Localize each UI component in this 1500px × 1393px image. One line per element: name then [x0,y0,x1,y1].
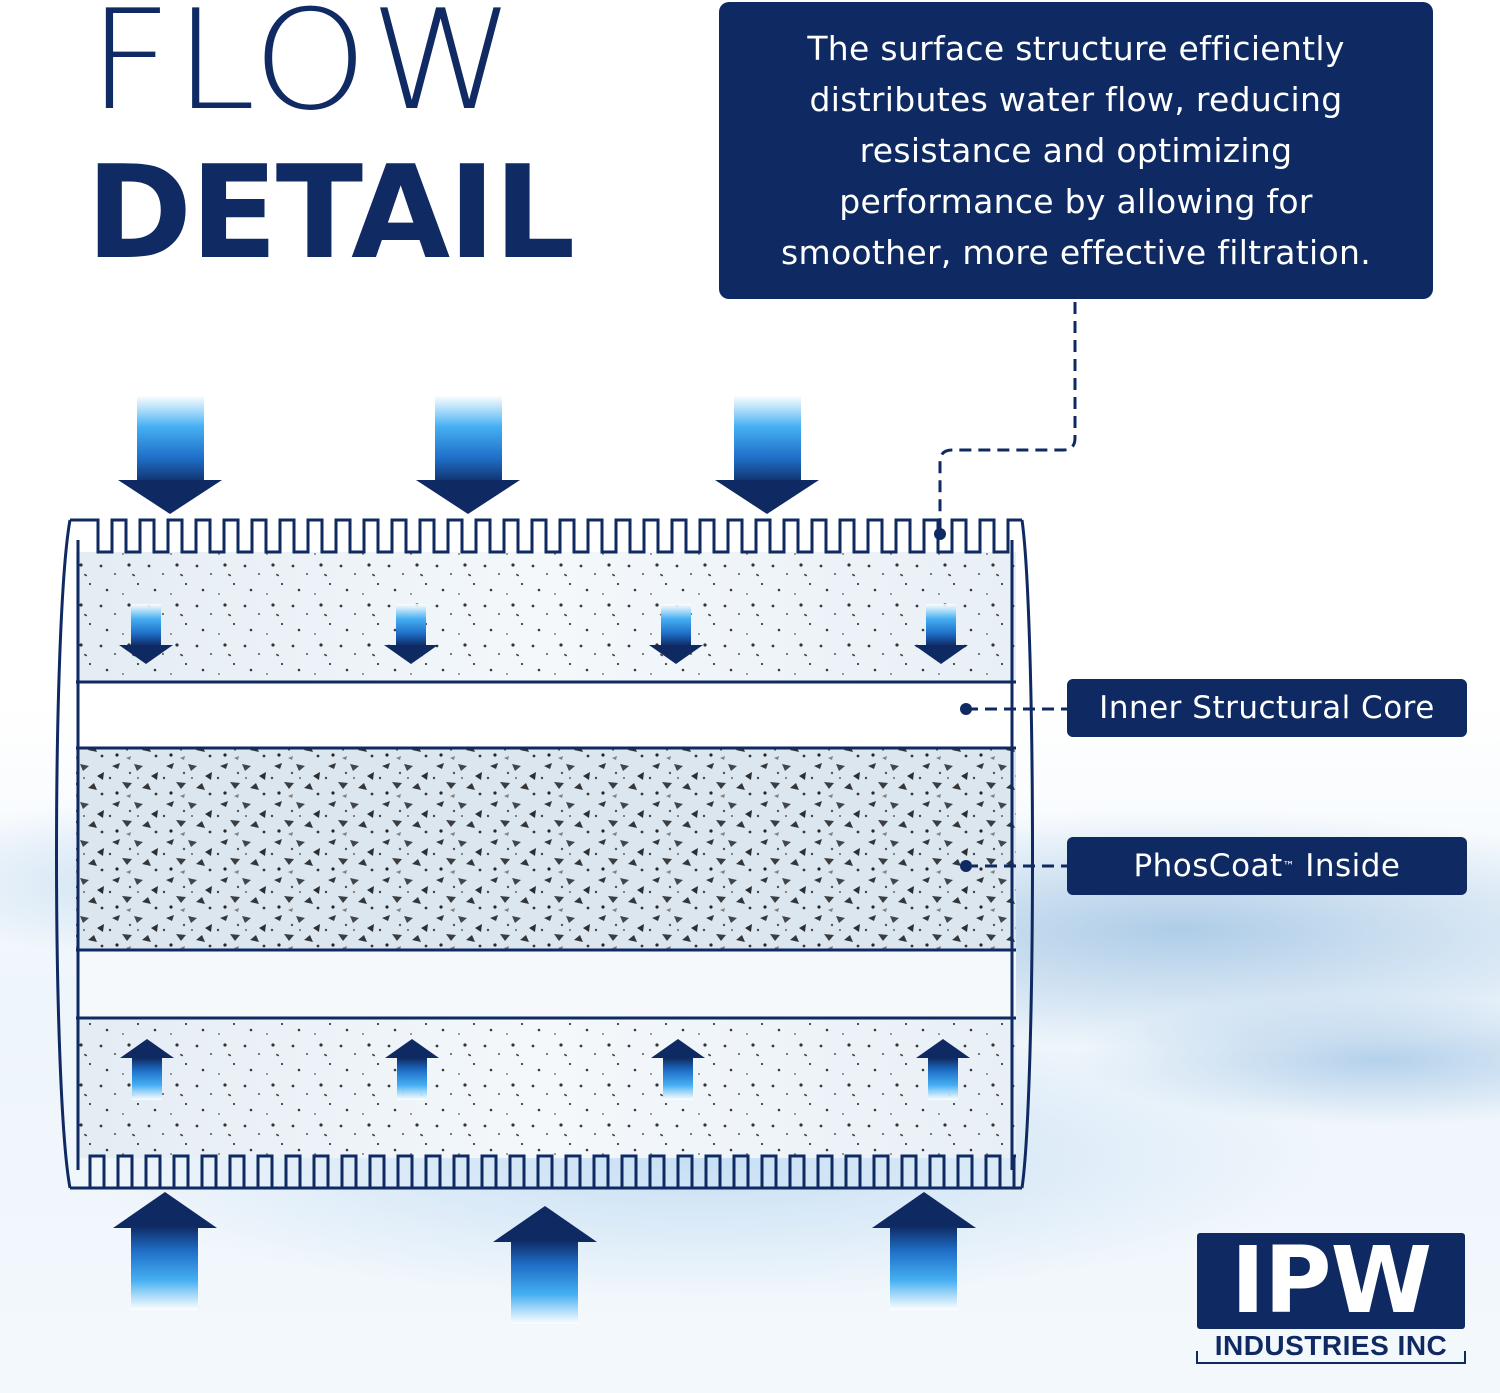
flow-arrows-inner-down [119,604,968,664]
ipw-logo: IPW INDUSTRIES INC [1195,1233,1467,1365]
leader-dot-phoscoat [960,860,972,872]
arrow-down-icon [416,395,520,514]
leader-surface [938,302,1077,532]
flow-arrows-inner-up [120,1039,970,1100]
small-arrow-down-icon [119,604,173,664]
pleated-surface-top [84,518,1022,554]
small-arrow-up-icon [916,1039,970,1100]
small-arrow-down-icon [384,604,438,664]
filter-media [76,552,1016,1158]
leader-dot-inner-core [960,703,972,715]
arrow-down-icon [715,395,819,514]
info-line: resistance and optimizing [859,131,1293,170]
callout-inner-core-text: Inner Structural Core [1099,690,1435,726]
logo-subtitle: INDUSTRIES INC [1214,1330,1448,1361]
small-arrow-down-icon [914,604,968,664]
info-line: performance by allowing for [839,182,1313,221]
small-arrow-down-icon [649,604,703,664]
flow-arrows-top [118,395,819,514]
filter-cylinder-outline [55,518,1034,1190]
pleated-surface-bottom [76,1154,1016,1190]
trademark-symbol: ™ [1282,859,1296,873]
info-box: The surface structure efficiently distri… [719,2,1433,299]
info-line: The surface structure efficiently [807,29,1345,68]
info-text: The surface structure efficiently distri… [781,23,1371,278]
info-line: distributes water flow, reducing [809,80,1343,119]
callout-phoscoat-text: PhosCoat [1133,848,1283,884]
title-detail: DETAIL [86,139,575,288]
small-arrow-up-icon [651,1039,705,1100]
small-arrow-up-icon [120,1039,174,1100]
flow-arrows-bottom [113,1192,976,1324]
logo-mark: IPW [1197,1233,1465,1329]
info-line: smoother, more effective filtration. [781,233,1371,272]
title-flow: FLOW [88,0,517,141]
arrow-down-icon [118,395,222,514]
callout-phoscoat-suffix: Inside [1305,848,1401,884]
logo-bracket [1196,1351,1466,1364]
arrow-up-icon [493,1206,597,1324]
arrow-up-icon [872,1192,976,1310]
leader-lines [938,302,1077,868]
callout-inner-structural-core: Inner Structural Core [1067,679,1467,737]
small-arrow-up-icon [385,1039,439,1100]
leader-dot-surface [934,528,946,540]
arrow-up-icon [113,1192,217,1310]
